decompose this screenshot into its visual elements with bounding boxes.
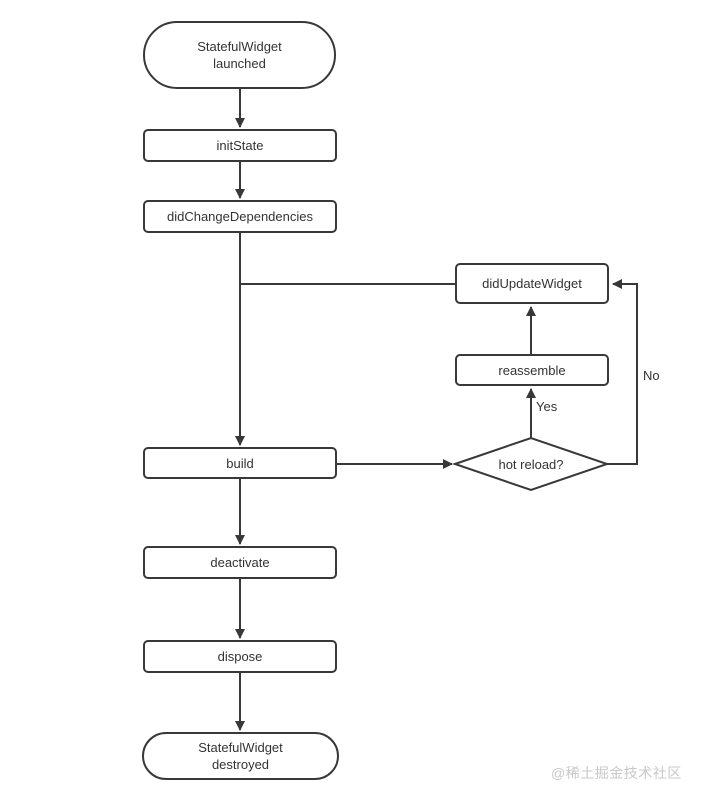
node-didupdatewidget: didUpdateWidget [455, 263, 609, 304]
node-statefulwidget-destroyed-label: StatefulWidget destroyed [198, 740, 283, 772]
node-statefulwidget-destroyed: StatefulWidget destroyed [142, 732, 339, 780]
node-hot-reload-diamond-shape [451, 436, 611, 492]
watermark-text: @稀土掘金技术社区 [551, 765, 682, 781]
node-hot-reload-label: hot reload? [498, 456, 564, 472]
node-deactivate-label: deactivate [210, 555, 270, 570]
node-deactivate: deactivate [143, 546, 337, 579]
node-didupdatewidget-label: didUpdateWidget [482, 276, 582, 291]
node-didchangedependencies-label: didChangeDependencies [166, 209, 313, 224]
node-didchangedependencies: didChangeDependencies [143, 200, 337, 233]
node-dispose: dispose [143, 640, 337, 673]
node-statefulwidget-launched: StatefulWidget launched [143, 21, 336, 89]
node-hot-reload: hot reload? [455, 438, 607, 490]
node-reassemble: reassemble [455, 354, 609, 386]
node-reassemble-label: reassemble [498, 362, 566, 378]
edge-label-no: No [643, 368, 660, 383]
node-dispose-label: dispose [217, 649, 263, 664]
edge-hotreload-no-to-didupdatewidget [607, 279, 638, 465]
node-statefulwidget-launched-label: StatefulWidget launched [197, 39, 282, 71]
node-initstate: initState [143, 129, 337, 162]
node-initstate-label: initState [216, 138, 264, 153]
node-build: build [143, 447, 337, 479]
edge-label-yes: Yes [536, 399, 558, 414]
node-build-label: build [226, 455, 254, 471]
